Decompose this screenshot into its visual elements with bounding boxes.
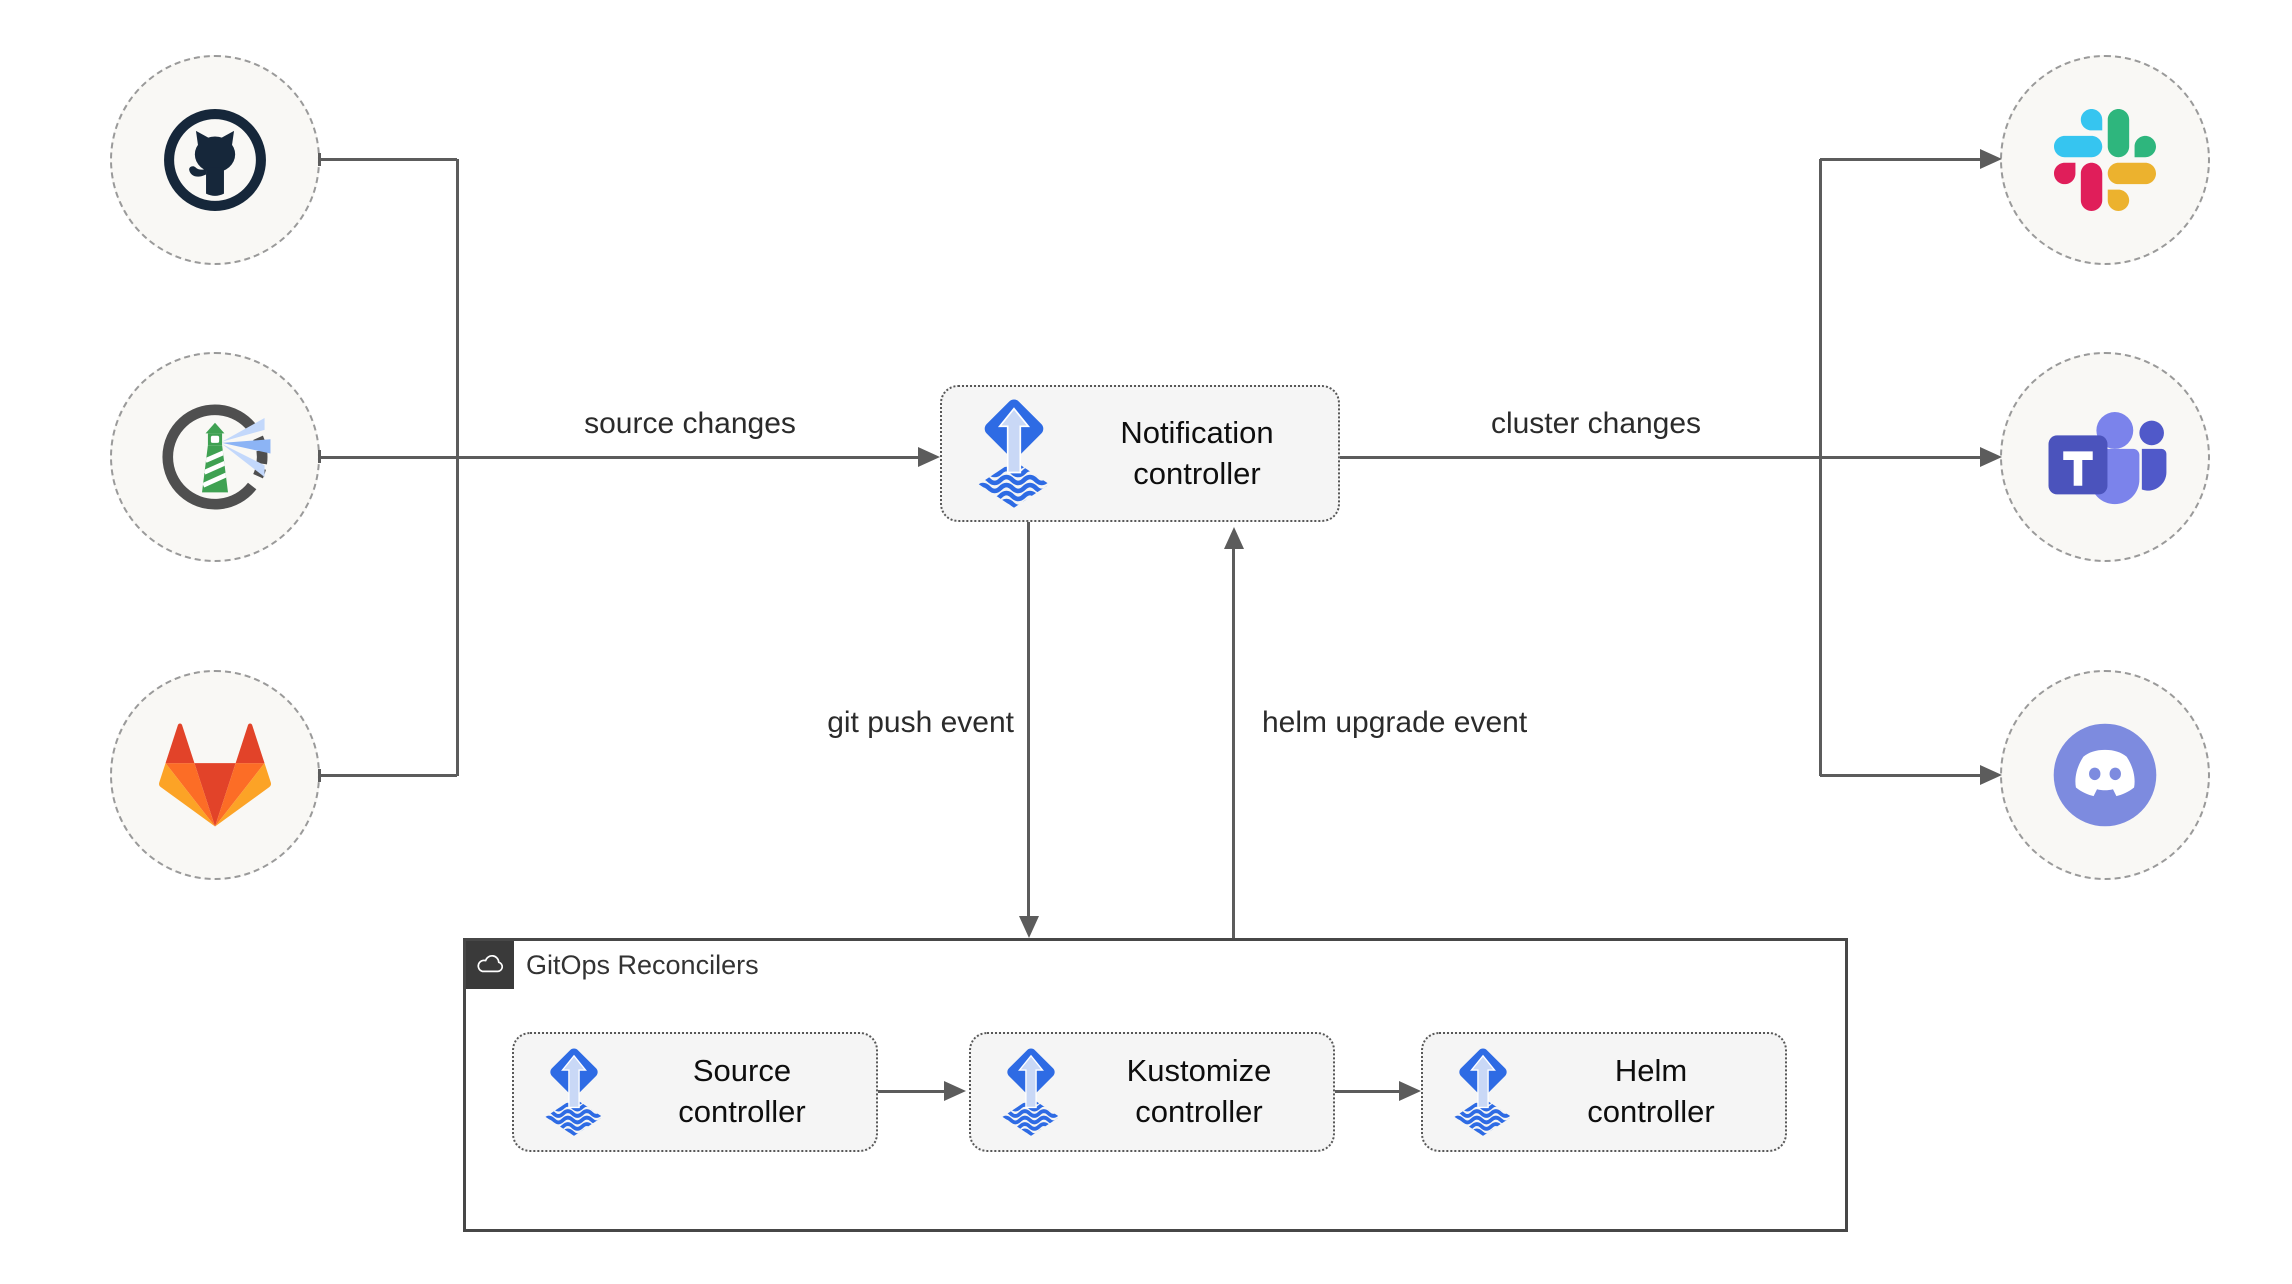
edge-label-helm-upgrade-event: helm upgrade event <box>1262 706 1528 739</box>
target-node-slack <box>2000 55 2210 265</box>
kustomize-to-helm-arrowhead <box>1399 1081 1421 1101</box>
harbor-icon <box>162 404 271 510</box>
helm-controller-label: Helm controller <box>1517 1051 1785 1133</box>
github-connector-tick <box>318 153 321 166</box>
source-controller-box: Source controller <box>512 1032 878 1152</box>
helm-label-line1: Helm <box>1614 1053 1688 1089</box>
edge-label-git-push-event: git push event <box>827 706 1014 739</box>
kustomize-label-line1: Kustomize <box>1126 1053 1272 1089</box>
source-label-line1: Source <box>692 1053 792 1089</box>
source-to-kustomize-arrowhead <box>944 1081 966 1101</box>
slack-arrowhead <box>1980 149 2002 169</box>
flux-icon <box>997 1045 1065 1140</box>
slack-connector-line <box>1820 158 1980 161</box>
gitlab-connector-line <box>320 774 457 777</box>
notification-controller-box: Notification controller <box>940 385 1340 522</box>
target-node-teams <box>2000 352 2210 562</box>
edge-cluster-changes-arrowhead <box>1980 447 2002 467</box>
edge-label-cluster-changes: cluster changes <box>1490 407 1702 440</box>
kustomize-controller-label: Kustomize controller <box>1065 1051 1333 1133</box>
source-node-gitlab <box>110 670 320 880</box>
source-node-github <box>110 55 320 265</box>
gitlab-connector-tick <box>318 769 321 782</box>
edge-cluster-changes-line <box>1340 456 1980 459</box>
source-node-harbor <box>110 352 320 562</box>
github-connector-line <box>320 158 457 161</box>
kustomize-to-helm-line <box>1335 1090 1399 1093</box>
notification-controller-label: Notification controller <box>1056 413 1338 495</box>
flux-icon <box>1449 1045 1517 1140</box>
discord-icon <box>2053 723 2157 827</box>
source-to-kustomize-line <box>878 1090 944 1093</box>
group-title: GitOps Reconcilers <box>526 950 759 980</box>
edge-git-push-arrowhead <box>1019 916 1039 938</box>
right-junction-line <box>1819 159 1822 776</box>
flux-icon <box>540 1045 608 1140</box>
discord-arrowhead <box>1980 765 2002 785</box>
github-icon <box>164 109 266 211</box>
teams-icon <box>2048 411 2167 504</box>
edge-label-source-changes: source changes <box>584 407 796 440</box>
kustomize-controller-box: Kustomize controller <box>969 1032 1335 1152</box>
gitlab-icon <box>159 723 271 827</box>
notification-label-line2: controller <box>1133 455 1261 491</box>
harbor-connector-tick <box>318 450 321 463</box>
edge-git-push-line <box>1027 522 1030 916</box>
edge-source-changes-arrowhead <box>918 447 940 467</box>
notification-label-line1: Notification <box>1120 414 1274 450</box>
target-node-discord <box>2000 670 2210 880</box>
helm-label-line2: controller <box>1587 1094 1715 1129</box>
group-badge <box>466 941 514 989</box>
slack-icon <box>2054 109 2156 211</box>
edge-source-changes-line <box>320 456 918 459</box>
source-label-line2: controller <box>678 1094 806 1129</box>
edge-helm-upgrade-arrowhead <box>1224 527 1244 549</box>
kustomize-label-line2: controller <box>1135 1094 1263 1129</box>
discord-connector-line <box>1820 774 1980 777</box>
flux-icon <box>972 395 1056 513</box>
helm-controller-box: Helm controller <box>1421 1032 1787 1152</box>
cloud-icon <box>477 954 504 973</box>
edge-helm-upgrade-line <box>1232 549 1235 938</box>
left-junction-line <box>456 159 459 776</box>
source-controller-label: Source controller <box>608 1051 876 1133</box>
